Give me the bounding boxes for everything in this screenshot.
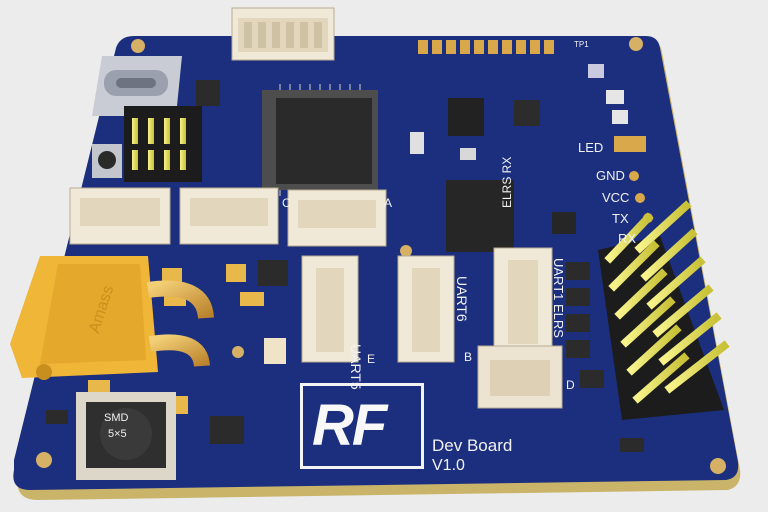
logo-frame xyxy=(300,383,424,469)
mounting-holes xyxy=(36,37,726,474)
connector-b-label: B xyxy=(464,350,473,364)
ic-chip xyxy=(552,212,576,234)
ic-chip xyxy=(514,100,540,126)
xt60-connector xyxy=(10,256,214,380)
board-title: Dev Board xyxy=(432,436,513,455)
tx-label: TX xyxy=(612,211,629,226)
usb-c-connector xyxy=(92,56,182,116)
top-pad-row xyxy=(418,40,554,54)
reset-button xyxy=(92,144,122,178)
tp1-label: TP1 xyxy=(574,40,589,49)
led-label: LED xyxy=(578,140,604,155)
jst-connector-row xyxy=(69,187,387,247)
vcc-label: VCC xyxy=(602,190,630,205)
uart6-label: UART6 xyxy=(454,276,470,322)
rx-label: RX xyxy=(618,231,637,246)
elrs-module xyxy=(446,180,514,252)
connector-a-label: A xyxy=(384,196,393,210)
connector-d-label: D xyxy=(566,378,575,392)
smd-components xyxy=(46,64,644,452)
ic-chip xyxy=(210,416,244,444)
ic-chip xyxy=(448,98,484,136)
mcu-chip xyxy=(262,84,378,196)
smd-size-label: 5×5 xyxy=(108,428,127,440)
rf-logo: RF xyxy=(312,393,387,458)
pin-header xyxy=(598,200,730,420)
ic-chip xyxy=(196,80,220,106)
smd-label: SMD xyxy=(104,412,129,424)
uart1-elrs-label: UART1 ELRS xyxy=(551,258,566,338)
uart5-label: UART5 xyxy=(348,344,364,390)
uart-connectors xyxy=(301,247,563,409)
ic-chip xyxy=(258,260,288,286)
elrs-rx-label: ELRS RX xyxy=(500,156,514,208)
led-pad xyxy=(614,136,646,152)
swd-header xyxy=(124,106,202,182)
connector-e-label: E xyxy=(367,352,376,366)
board-version: V1.0 xyxy=(432,457,465,474)
gnd-label: GND xyxy=(596,168,625,183)
top-jst-connector xyxy=(231,7,335,61)
connector-c-label: C xyxy=(282,196,291,210)
inductor xyxy=(76,392,176,480)
